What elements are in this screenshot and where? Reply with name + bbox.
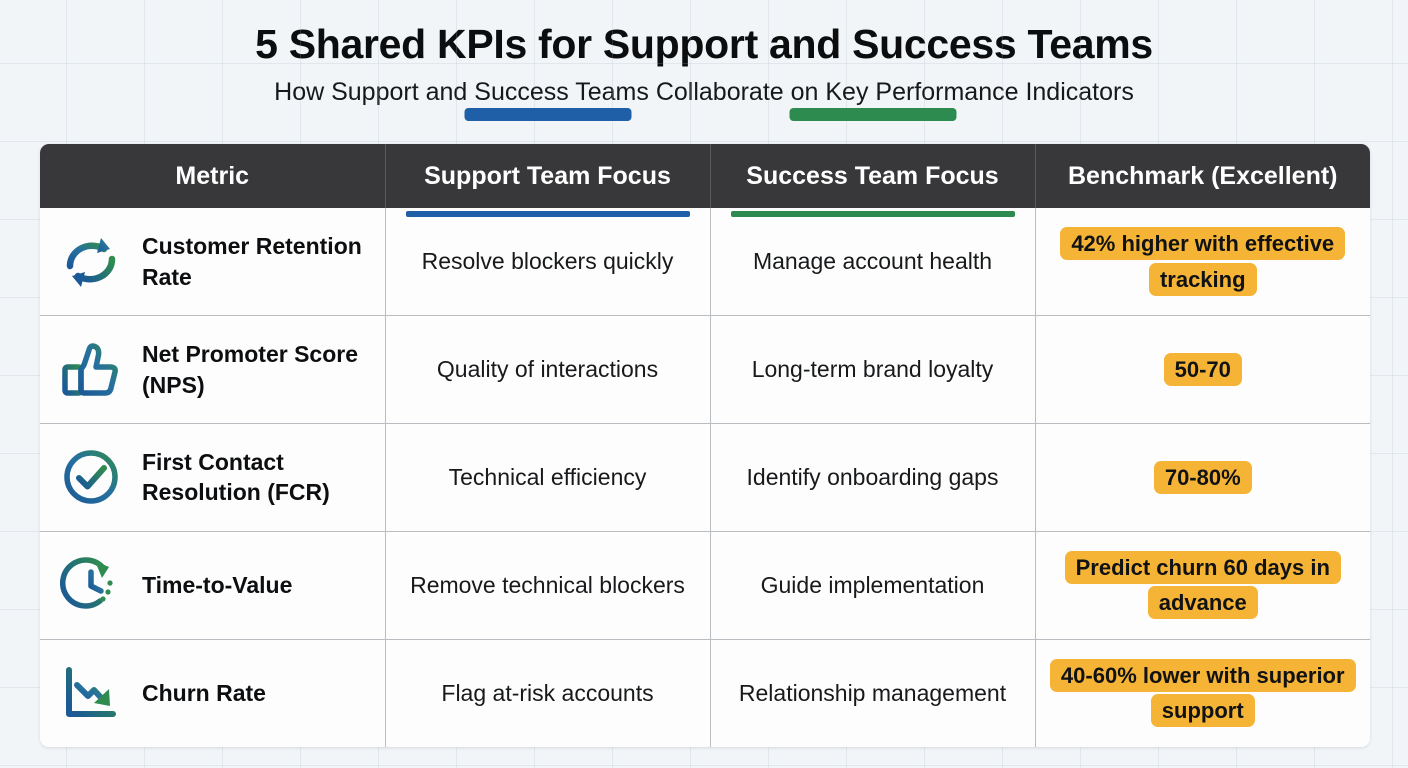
metric-wrap: First Contact Resolution (FCR) [58, 446, 371, 508]
table-row: First Contact Resolution (FCR) Technical… [40, 423, 1370, 532]
column-header-support: Support Team Focus [385, 107, 711, 217]
success-focus-cell: Identify onboarding gaps [710, 423, 1036, 532]
column-header-support-label: Support Team Focus [424, 161, 671, 190]
declining-chart-icon [58, 662, 124, 724]
support-focus-cell: Flag at-risk accounts [385, 639, 711, 747]
header-row: Metric Support Team Focus Success Team F… [40, 107, 1370, 217]
success-focus-cell: Long-term brand loyalty [710, 315, 1036, 425]
benchmark-badge: Predict churn 60 days in advance [1064, 550, 1341, 620]
metric-cell: First Contact Resolution (FCR) [40, 423, 386, 532]
support-focus-cell: Resolve blockers quickly [385, 208, 711, 317]
column-header-support-wrap: Support Team Focus [386, 107, 710, 217]
column-header-benchmark: Benchmark (Excellent) [1035, 144, 1370, 208]
table-row: Time-to-Value Remove technical blockers … [40, 531, 1370, 640]
support-focus-cell: Technical efficiency [385, 423, 711, 532]
metric-wrap: Net Promoter Score (NPS) [58, 339, 371, 401]
benchmark-cell: 40-60% lower with superior support [1035, 639, 1370, 747]
benchmark-cell: 50-70 [1035, 315, 1370, 425]
table-row: Customer Retention Rate Resolve blockers… [40, 208, 1370, 317]
support-focus-cell: Remove technical blockers [385, 531, 711, 640]
metric-cell: Time-to-Value [40, 531, 386, 640]
metric-cell: Net Promoter Score (NPS) [40, 315, 386, 425]
success-focus-cell: Guide implementation [710, 531, 1036, 640]
metric-wrap: Customer Retention Rate [58, 231, 371, 293]
success-accent-tab [789, 107, 956, 121]
benchmark-badge: 40-60% lower with superior support [1049, 658, 1356, 728]
column-header-metric: Metric [40, 144, 386, 208]
benchmark-badge: 50-70 [1163, 352, 1242, 386]
benchmark-badge: 70-80% [1153, 460, 1252, 494]
metric-label: Customer Retention Rate [142, 233, 362, 290]
benchmark-cell: 42% higher with effective tracking [1035, 208, 1370, 317]
column-header-metric-label: Metric [175, 161, 250, 190]
support-focus-cell: Quality of interactions [385, 315, 711, 425]
metric-wrap: Time-to-Value [58, 554, 371, 616]
metric-label: Time-to-Value [142, 572, 293, 599]
table-row: Churn Rate Flag at-risk accounts Relatio… [40, 639, 1370, 747]
success-focus-cell: Manage account health [710, 208, 1036, 317]
check-circle-icon [58, 446, 124, 508]
success-accent-underline [730, 210, 1015, 217]
column-header-success-wrap: Success Team Focus [711, 107, 1035, 217]
column-header-success: Success Team Focus [710, 107, 1036, 217]
page-title: 5 Shared KPIs for Support and Success Te… [255, 21, 1153, 67]
metric-cell: Churn Rate [40, 639, 386, 747]
support-accent-tab [464, 107, 631, 121]
kpi-table: Metric Support Team Focus Success Team F… [40, 107, 1370, 747]
refresh-cycle-icon [58, 231, 124, 293]
benchmark-badge: 42% higher with effective tracking [1060, 227, 1346, 296]
table-row: Net Promoter Score (NPS) Quality of inte… [40, 315, 1370, 425]
metric-label: First Contact Resolution (FCR) [142, 449, 330, 506]
benchmark-cell: Predict churn 60 days in advance [1035, 531, 1370, 640]
page-subtitle: How Support and Success Teams Collaborat… [274, 77, 1134, 106]
metric-label: Net Promoter Score (NPS) [142, 341, 359, 398]
success-focus-cell: Relationship management [710, 639, 1036, 747]
table-body: Customer Retention Rate Resolve blockers… [40, 208, 1370, 747]
column-header-success-label: Success Team Focus [746, 161, 999, 190]
table-header: Metric Support Team Focus Success Team F… [40, 107, 1370, 217]
benchmark-cell: 70-80% [1035, 423, 1370, 532]
metric-wrap: Churn Rate [58, 662, 371, 724]
kpi-table-card: Metric Support Team Focus Success Team F… [40, 107, 1370, 747]
metric-label: Churn Rate [142, 680, 266, 707]
header-block: 5 Shared KPIs for Support and Success Te… [0, 0, 1408, 107]
clock-arrow-icon [58, 554, 124, 616]
column-header-benchmark-label: Benchmark (Excellent) [1067, 161, 1338, 190]
support-accent-underline [405, 210, 690, 217]
metric-cell: Customer Retention Rate [40, 208, 386, 317]
thumbs-up-icon [58, 339, 124, 401]
